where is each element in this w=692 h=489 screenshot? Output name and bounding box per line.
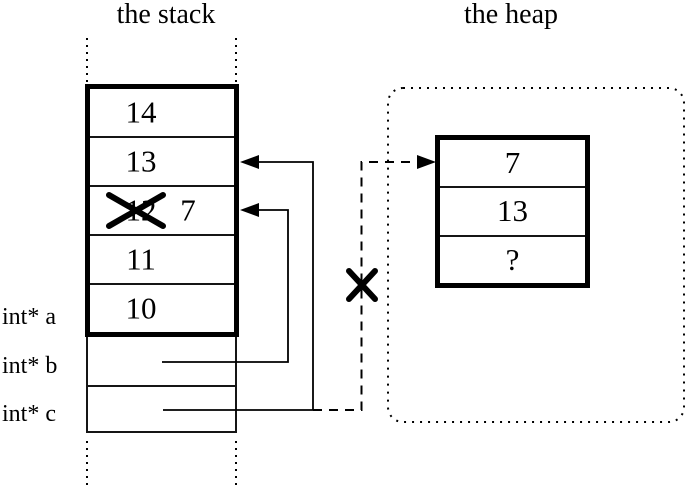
stack-cell-pointer-b bbox=[88, 337, 235, 387]
stack-pointer-cells bbox=[86, 337, 237, 433]
stack-frame-box: 14 13 12 7 11 10 bbox=[85, 84, 239, 337]
heap-cell: 7 bbox=[440, 140, 585, 189]
label-int-a: int* a bbox=[2, 304, 56, 330]
stack-cell: 11 bbox=[90, 236, 234, 285]
heap-cell-value: 7 bbox=[504, 145, 521, 181]
pointer-c-arrowhead-icon bbox=[240, 155, 259, 169]
stack-cell-value: 7 bbox=[180, 191, 196, 227]
dangling-pointer-line bbox=[313, 161, 416, 411]
dangling-pointer-arrowhead-icon bbox=[417, 155, 436, 169]
heap-cell: ? bbox=[440, 237, 585, 283]
stack-cell-value: 13 bbox=[125, 142, 157, 178]
label-int-c: int* c bbox=[2, 401, 56, 427]
heap-cell-value: 13 bbox=[497, 193, 528, 229]
stack-cell-value: 10 bbox=[125, 289, 157, 325]
stack-cell-pointer-c bbox=[88, 387, 235, 431]
label-int-b: int* b bbox=[2, 353, 58, 379]
dangling-cross-icon bbox=[346, 268, 378, 302]
heap-cell-value: ? bbox=[505, 241, 520, 277]
stack-cell-value: 14 bbox=[125, 93, 157, 129]
stack-cell: 13 bbox=[90, 138, 234, 187]
stack-cell-value: 11 bbox=[126, 240, 156, 276]
stack-cell-overwritten: 12 7 bbox=[90, 187, 234, 236]
pointer-b-arrowhead-icon bbox=[240, 203, 259, 217]
stack-cell: 14 bbox=[90, 89, 234, 138]
heap-title: the heap bbox=[463, 0, 559, 30]
heap-block-box: 7 13 ? bbox=[435, 135, 590, 288]
stack-title: the stack bbox=[116, 0, 216, 30]
dangling-pointer-arrow bbox=[313, 155, 436, 411]
stack-cell: 10 bbox=[90, 285, 234, 332]
heap-cell: 13 bbox=[440, 188, 585, 237]
stack-cell-old-value: 12 bbox=[125, 191, 157, 227]
